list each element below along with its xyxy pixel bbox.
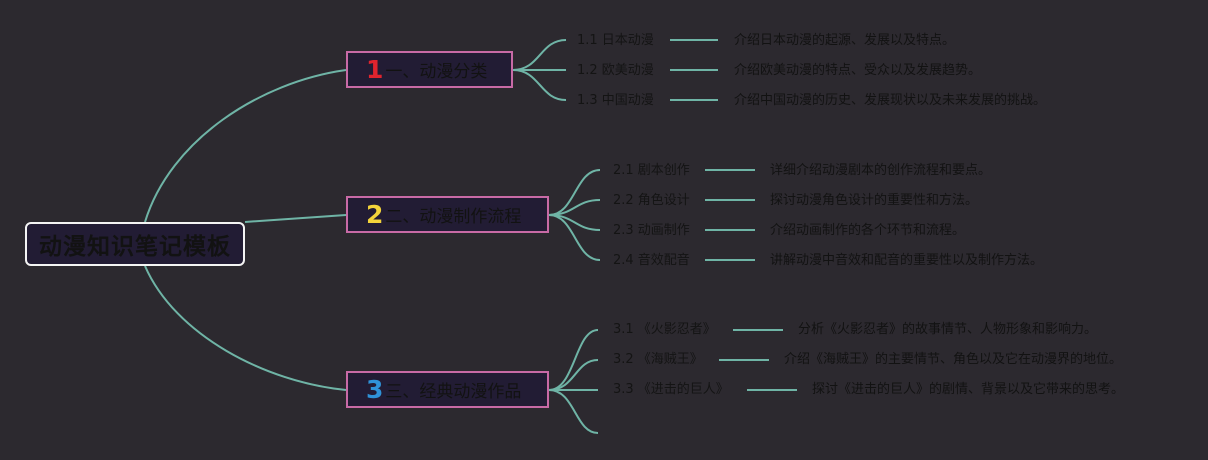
subtopic-description: 讲解动漫中音效和配音的重要性以及制作方法。 — [770, 253, 1044, 268]
subtopic-label[interactable]: 2.3 动画制作 — [613, 223, 690, 238]
root-title: 动漫知识笔记模板 — [39, 234, 231, 260]
subtopic-description: 介绍欧美动漫的特点、受众以及发展趋势。 — [734, 63, 982, 78]
subtopic-description: 分析《火影忍者》的故事情节、人物形象和影响力。 — [798, 322, 1098, 337]
branch-number-1: 1 — [366, 55, 384, 84]
subtopic-label[interactable]: 3.3 《进击的巨人》 — [613, 382, 729, 397]
branch-node-classification[interactable]: 1 一、动漫分类 — [346, 51, 513, 88]
connector-root-branch-3 — [144, 265, 347, 391]
subtopic-description: 介绍中国动漫的历史、发展现状以及未来发展的挑战。 — [734, 93, 1047, 108]
subtopic-label[interactable]: 2.1 剧本创作 — [613, 163, 690, 178]
branch-label: 三、经典动漫作品 — [385, 382, 522, 402]
branch-label: 一、动漫分类 — [385, 62, 488, 82]
subtopic-description: 详细介绍动漫剧本的创作流程和要点。 — [770, 163, 992, 178]
connector-branch-subtopic — [548, 389, 599, 434]
connector-branch-subtopic — [512, 39, 567, 71]
subtopic-label[interactable]: 2.4 音效配音 — [613, 253, 690, 268]
subtopic-label[interactable]: 1.1 日本动漫 — [577, 33, 654, 48]
connector-root-branch-2 — [244, 214, 347, 223]
connector-branch-subtopic — [548, 329, 599, 391]
subtopic-description: 探讨《进击的巨人》的剧情、背景以及它带来的思考。 — [812, 382, 1125, 397]
subtopic-description: 探讨动漫角色设计的重要性和方法。 — [770, 193, 979, 208]
subtopic-label[interactable]: 1.3 中国动漫 — [577, 93, 654, 108]
branch-number-2: 2 — [366, 200, 384, 229]
subtopic-description: 介绍《海贼王》的主要情节、角色以及它在动漫界的地位。 — [784, 352, 1123, 367]
subtopic-description: 介绍动画制作的各个环节和流程。 — [770, 223, 966, 238]
branch-node-production[interactable]: 2 二、动漫制作流程 — [346, 196, 549, 233]
subtopic-label[interactable]: 3.1 《火影忍者》 — [613, 322, 716, 337]
root-node[interactable]: 动漫知识笔记模板 — [25, 222, 245, 266]
connector-root-branch-1 — [144, 69, 347, 223]
connector-branch-subtopic — [512, 69, 567, 101]
branch-number-3: 3 — [366, 375, 384, 404]
branch-node-classics[interactable]: 3 三、经典动漫作品 — [346, 371, 549, 408]
subtopic-description: 介绍日本动漫的起源、发展以及特点。 — [734, 33, 956, 48]
subtopic-label[interactable]: 2.2 角色设计 — [613, 193, 690, 208]
subtopic-label[interactable]: 3.2 《海贼王》 — [613, 352, 703, 367]
subtopic-label[interactable]: 1.2 欧美动漫 — [577, 63, 654, 78]
branch-label: 二、动漫制作流程 — [385, 207, 522, 227]
connector-branch-subtopic — [548, 214, 601, 261]
